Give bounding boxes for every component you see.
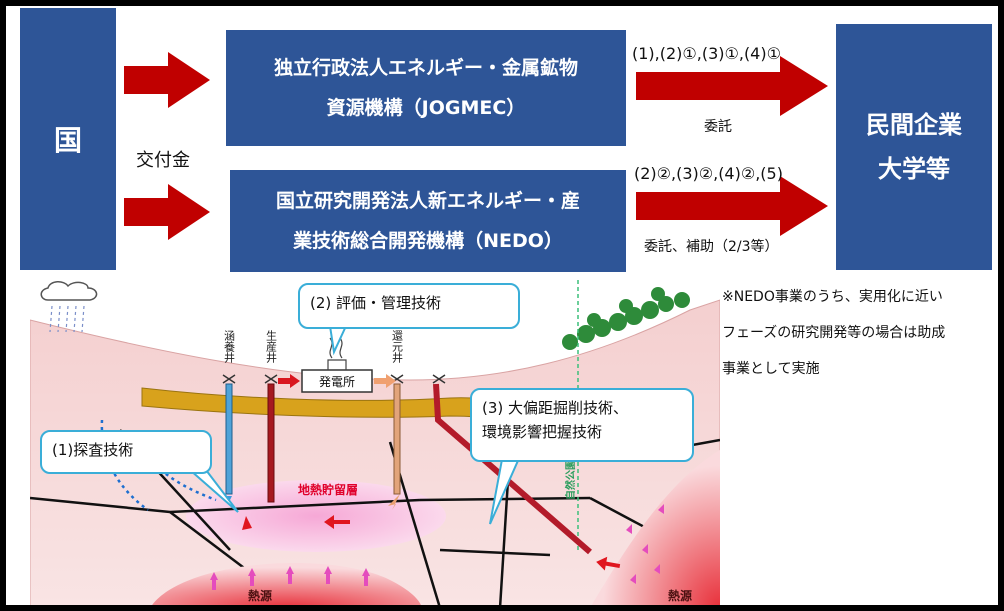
flow-arrows xyxy=(124,52,828,240)
reservoir-arrow-up xyxy=(242,516,252,530)
callout-explore: (1)探査技術 xyxy=(40,430,212,474)
heat-up-arrows xyxy=(210,504,664,590)
fault-lines xyxy=(30,429,720,608)
kofukin-label: 交付金 xyxy=(136,150,190,171)
well-kangen-label: 還元井 xyxy=(391,330,404,364)
arrow2-bottom-label: 委託、補助（2/3等） xyxy=(644,239,779,255)
arrow-to-jogmec xyxy=(124,52,210,108)
callout-eval-text: (2) 評価・管理技術 xyxy=(310,294,442,312)
jogmec-line1: 独立行政法人エネルギー・金属鉱物 xyxy=(273,57,578,79)
callout-explore-text: (1)探査技術 xyxy=(52,441,134,459)
nedo-line2: 業技術総合開発機構（NEDO） xyxy=(293,230,563,252)
well-directional xyxy=(432,374,592,555)
arrow1-top-label: (1),(2)①,(3)①,(4)① xyxy=(632,44,781,63)
kuni-box: 国 xyxy=(20,8,116,270)
power-plant-exhaust xyxy=(327,337,347,370)
well-kangen xyxy=(388,374,404,510)
reservoir xyxy=(186,480,446,552)
private-line1: 民間企業 xyxy=(866,111,962,139)
note-line3: 事業として実施 xyxy=(722,361,820,377)
private-box: 民間企業 大学等 xyxy=(836,24,992,270)
arrow-to-nedo xyxy=(124,184,210,240)
callout-drill-line2: 環境影響把握技術 xyxy=(482,423,603,441)
cloud-icon xyxy=(40,281,98,301)
power-plant-label: 発電所 xyxy=(319,375,355,389)
power-plant-box xyxy=(301,369,373,393)
callout-drill-line1: (3) 大偏距掘削技術、 xyxy=(482,399,629,417)
nedo-box: 国立研究開発法人新エネルギー・産 業技術総合開発機構（NEDO） xyxy=(230,170,626,272)
note-line1: ※NEDO事業のうち、実用化に近い xyxy=(722,289,943,305)
heat-source-left-label: 熱源 xyxy=(248,588,272,603)
flow-to-plant-arrow xyxy=(278,374,300,388)
heat-source-right xyxy=(590,450,720,608)
forest-icon xyxy=(562,287,690,350)
arrow-jogmec-to-private xyxy=(636,56,828,116)
heat-source-right-label: 熱源 xyxy=(668,588,692,603)
kuni-label: 国 xyxy=(53,124,82,157)
arrow2-top-label: (2)②,(3)②,(4)②,(5) xyxy=(634,164,783,183)
callout-eval: (2) 評価・管理技術 xyxy=(298,283,520,329)
flow-from-plant-arrow xyxy=(374,374,396,388)
well-kanyo-label: 涵養井 xyxy=(223,329,236,364)
well-seisan-label: 生産井 xyxy=(265,329,278,364)
well-exit-arrow xyxy=(596,556,621,571)
reservoir-label: 地熱貯留層 xyxy=(298,482,358,497)
callout-drill: (3) 大偏距掘削技術、 環境影響把握技術 xyxy=(470,388,694,462)
jogmec-line2: 資源機構（JOGMEC） xyxy=(326,97,526,119)
arrow-nedo-to-private xyxy=(636,176,828,236)
nedo-line1: 国立研究開発法人新エネルギー・産 xyxy=(275,190,580,212)
geothermal-cross-section: 地熱貯留層 熱源 熱源 xyxy=(30,280,720,608)
well-seisan xyxy=(264,374,278,503)
reservoir-arrow-left xyxy=(324,515,350,529)
jogmec-box: 独立行政法人エネルギー・金属鉱物 資源機構（JOGMEC） xyxy=(226,30,626,146)
private-line2: 大学等 xyxy=(878,155,950,183)
note-line2: フェーズの研究開発等の場合は助成 xyxy=(722,325,946,341)
callout-eval-pointer xyxy=(328,325,348,356)
heat-source-left xyxy=(150,563,422,608)
arrow1-bottom-label: 委託 xyxy=(704,119,732,135)
rain-icon xyxy=(49,305,85,333)
